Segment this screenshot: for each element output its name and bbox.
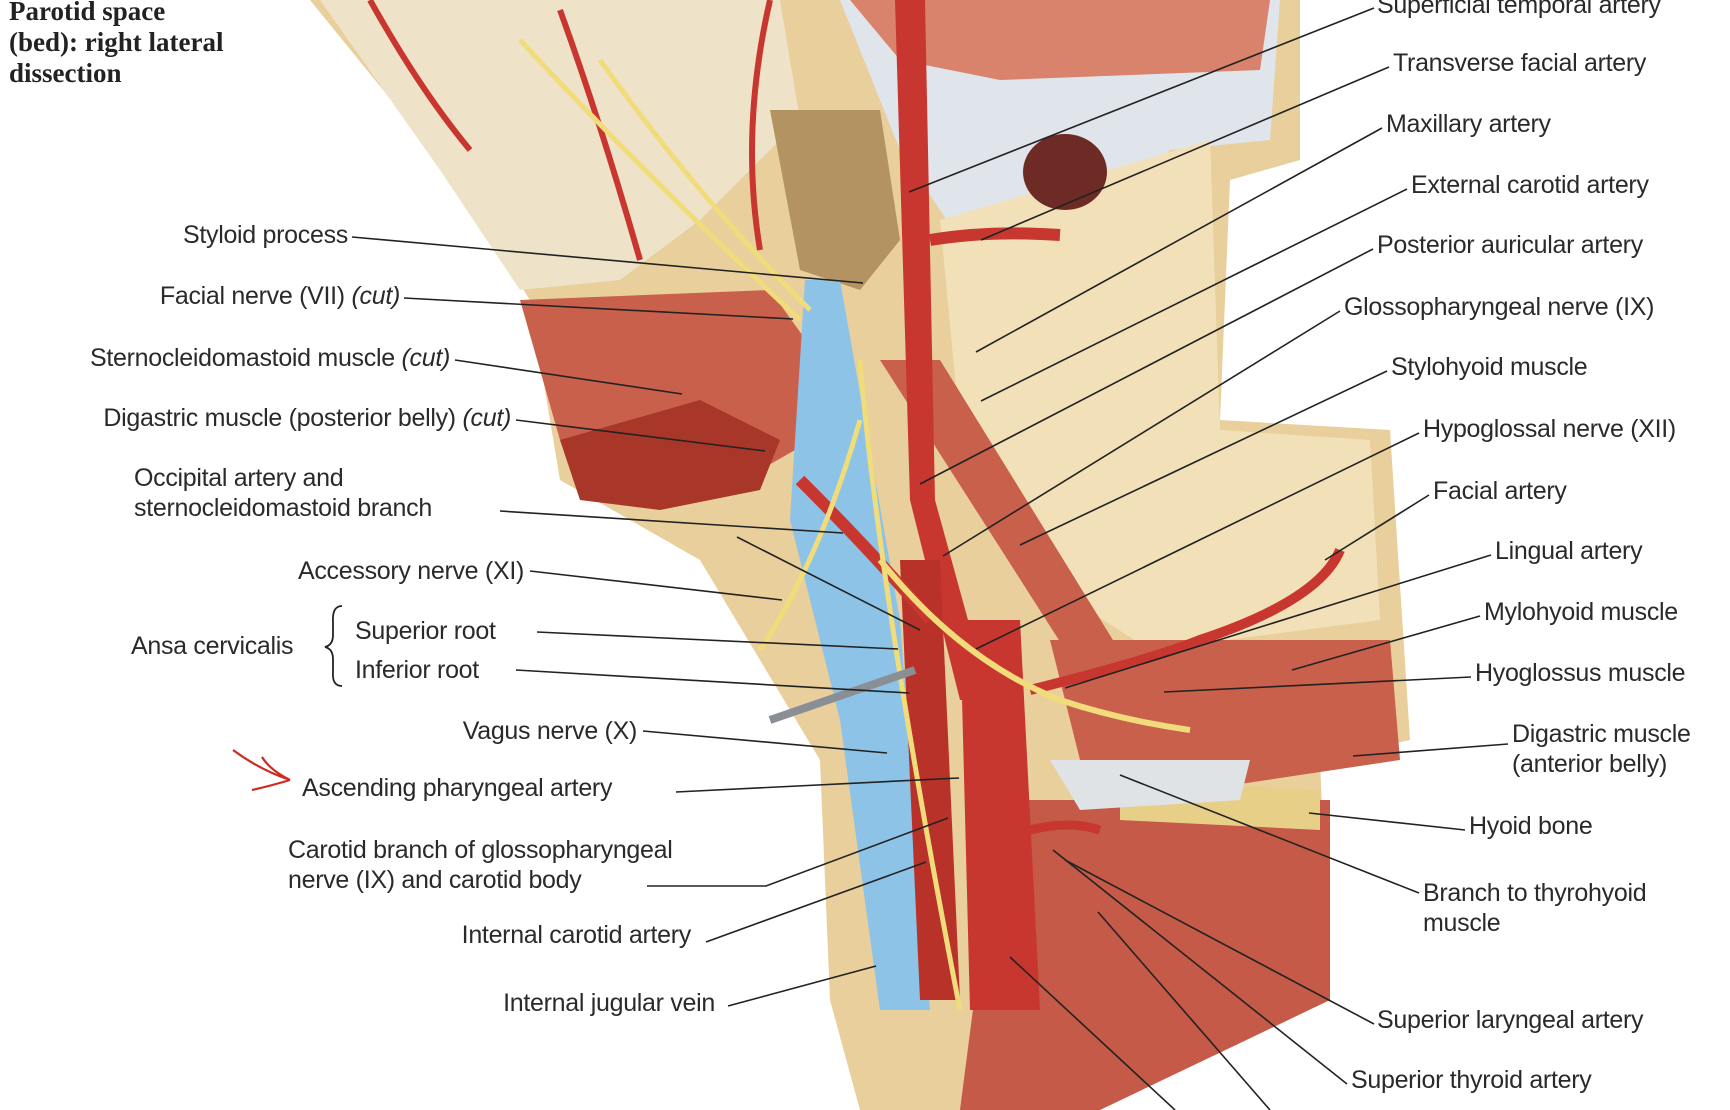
common-carotid-artery: [960, 620, 1040, 1010]
label-line: (anterior belly): [1512, 750, 1667, 778]
label-internal-jugular: Internal jugular vein: [503, 989, 715, 1017]
label-transverse-facial: Transverse facial artery: [1393, 49, 1647, 77]
label-vagus-nerve: Vagus nerve (X): [462, 717, 638, 745]
label-superior-root: Superior root: [355, 617, 496, 645]
skull-fascia: [320, 0, 800, 290]
annotation-arrow-icon: [232, 749, 291, 792]
sternocleidomastoid-stump: [560, 400, 780, 510]
label-stylohyoid: Stylohyoid muscle: [1391, 353, 1588, 381]
label-line: Branch to thyrohyoid: [1423, 879, 1647, 907]
label-facial-artery: Facial artery: [1433, 477, 1567, 505]
label-internal-carotid: Internal carotid artery: [461, 921, 692, 949]
label-text: Facial nerve (VII): [159, 282, 345, 310]
label-line: muscle: [1423, 909, 1501, 937]
label-facial-nerve: Facial nerve (VII) (cut): [160, 281, 400, 311]
facial-nerve: [518, 38, 812, 322]
infrahyoid-muscles: [960, 800, 1330, 1110]
label-line: sternocleidomastoid branch: [134, 494, 432, 522]
cut-note: (cut): [462, 404, 511, 432]
mandibular-notch: [1023, 134, 1107, 210]
label-inferior-root: Inferior root: [355, 656, 479, 684]
label-superficial-temporal: Superficial temporal artery: [1377, 0, 1661, 19]
stylohyoid-muscle: [880, 360, 1150, 720]
label-text: Digastric muscle (posterior belly): [103, 404, 456, 432]
external-carotid-artery: [895, 0, 990, 700]
label-digastric-anterior: Digastric muscle(anterior belly): [1512, 719, 1691, 779]
label-mylohyoid: Mylohyoid muscle: [1484, 598, 1678, 626]
maxillary-artery: [929, 227, 1061, 246]
label-sternocleidomastoid: Sternocleidomastoid muscle (cut): [90, 343, 450, 373]
label-line: Digastric muscle: [1512, 720, 1691, 748]
digastric-tendon: [1050, 760, 1250, 810]
internal-jugular-vein: [790, 280, 930, 1010]
label-styloid-process: Styloid process: [182, 221, 348, 249]
label-lingual: Lingual artery: [1495, 537, 1643, 565]
label-maxillary: Maxillary artery: [1386, 110, 1551, 138]
figure-title: Parotid space (bed): right lateral disse…: [9, 0, 223, 89]
ansa-cervicalis-brace: [324, 605, 343, 687]
label-hyoglossus: Hyoglossus muscle: [1475, 659, 1686, 687]
label-superior-thyroid: Superior thyroid artery: [1351, 1066, 1592, 1094]
label-line: Carotid branch of glossopharyngeal: [288, 836, 673, 864]
retractor: [768, 666, 917, 724]
mandible-ramus: [940, 140, 1380, 650]
temporal-bone: [770, 110, 900, 290]
label-accessory-nerve: Accessory nerve (XI): [297, 557, 524, 585]
title-line: (bed): right lateral: [9, 27, 224, 57]
vagus-nerve: [857, 359, 963, 1011]
label-hyoid-bone: Hyoid bone: [1469, 812, 1593, 840]
leader-lines: [351, 7, 1509, 1110]
label-glossopharyngeal: Glossopharyngeal nerve (IX): [1344, 293, 1655, 321]
label-digastric-posterior: Digastric muscle (posterior belly) (cut): [103, 403, 511, 433]
label-external-carotid: External carotid artery: [1411, 171, 1649, 199]
hyoglossus-mylohyoid: [1050, 640, 1400, 790]
label-ascending-pharyngeal-artery: Ascending pharyngeal artery: [302, 774, 613, 802]
label-line: nerve (IX) and carotid body: [288, 866, 582, 894]
cut-note: (cut): [401, 344, 450, 372]
label-posterior-auricular: Posterior auricular artery: [1377, 231, 1643, 259]
facial-artery: [1028, 547, 1345, 695]
temporalis-muscle: [850, 0, 1270, 80]
title-line: dissection: [9, 58, 122, 88]
label-text: Sternocleidomastoid muscle: [89, 344, 395, 372]
label-hypoglossal: Hypoglossal nerve (XII): [1423, 415, 1676, 443]
label-ansa-cervicalis: Ansa cervicalis: [131, 632, 294, 660]
label-superior-laryngeal: Superior laryngeal artery: [1377, 1006, 1644, 1034]
superior-thyroid-artery: [1028, 820, 1102, 835]
cut-note: (cut): [351, 282, 400, 310]
label-line: Occipital artery and: [134, 464, 344, 492]
accessory-nerve: [757, 419, 863, 652]
hypoglossal-nerve: [877, 558, 1191, 733]
title-line: Parotid space: [9, 0, 166, 26]
